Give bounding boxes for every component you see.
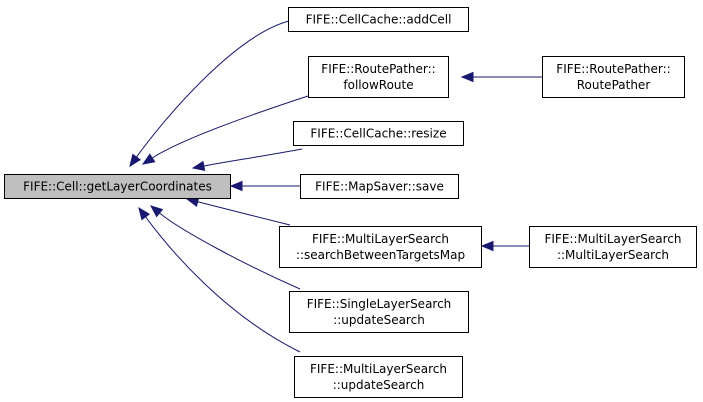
node-box: [529, 226, 697, 268]
node-box: [4, 174, 231, 199]
edge-mapSaverSave-to-getLayerCoordinates: [229, 180, 300, 192]
arrowhead: [129, 153, 141, 168]
node-singleUpdateSearch[interactable]: FIFE::SingleLayerSearch::updateSearch: [289, 291, 469, 333]
edge-multiLayerSearchCtor-to-searchBetweenTargetsMap: [480, 240, 530, 252]
edge-followRoute-to-getLayerCoordinates: [141, 95, 309, 165]
edge-multiUpdateSearch-to-getLayerCoordinates: [138, 206, 301, 353]
edge-routePatherCtor-to-followRoute: [460, 71, 543, 83]
node-label: FIFE::CellCache::resize: [310, 127, 446, 141]
edge-searchBetweenTargetsMap-to-getLayerCoordinates: [185, 196, 291, 226]
node-box: [279, 226, 482, 268]
node-box: [542, 56, 685, 98]
arrowhead: [480, 240, 494, 252]
edge-resize-to-getLayerCoordinates: [191, 148, 303, 172]
arrowhead: [138, 206, 151, 221]
edge-addCell-to-getLayerCoordinates: [129, 20, 290, 168]
node-label: FIFE::RoutePather::: [321, 62, 435, 76]
node-box: [289, 291, 469, 333]
node-followRoute[interactable]: FIFE::RoutePather::followRoute: [308, 56, 449, 98]
node-box: [308, 56, 449, 98]
arrowhead: [460, 71, 474, 83]
node-box: [293, 121, 464, 146]
node-label: FIFE::MultiLayerSearch: [544, 232, 681, 246]
node-label: FIFE::RoutePather::: [556, 62, 670, 76]
node-label: ::updateSearch: [333, 378, 425, 392]
graph-edges: [129, 20, 543, 353]
node-label: FIFE::MapSaver::save: [315, 180, 444, 194]
node-searchBetweenTargetsMap[interactable]: FIFE::MultiLayerSearch::searchBetweenTar…: [279, 226, 482, 268]
node-mapSaverSave[interactable]: FIFE::MapSaver::save: [300, 174, 459, 199]
node-multiUpdateSearch[interactable]: FIFE::MultiLayerSearch::updateSearch: [294, 356, 463, 398]
node-label: RoutePather: [577, 78, 651, 92]
edge-line: [136, 20, 290, 158]
node-label: FIFE::MultiLayerSearch: [310, 362, 447, 376]
edge-line: [203, 148, 303, 167]
edge-line: [197, 201, 291, 226]
node-box: [294, 356, 463, 398]
node-resize[interactable]: FIFE::CellCache::resize: [293, 121, 464, 146]
node-label: FIFE::CellCache::addCell: [306, 13, 452, 27]
node-getLayerCoordinates[interactable]: FIFE::Cell::getLayerCoordinates: [4, 174, 231, 199]
arrowhead: [141, 153, 156, 165]
node-box: [300, 174, 459, 199]
node-box: [288, 7, 469, 32]
node-label: FIFE::Cell::getLayerCoordinates: [23, 180, 212, 194]
node-label: followRoute: [343, 78, 413, 92]
node-routePatherCtor[interactable]: FIFE::RoutePather::RoutePather: [542, 56, 685, 98]
node-label: ::MultiLayerSearch: [557, 248, 669, 262]
edge-line: [145, 216, 301, 353]
arrowhead: [191, 160, 206, 172]
edge-line: [151, 95, 309, 159]
node-label: FIFE::MultiLayerSearch: [312, 232, 449, 246]
node-label: ::searchBetweenTargetsMap: [296, 248, 465, 262]
node-addCell[interactable]: FIFE::CellCache::addCell: [288, 7, 469, 32]
node-multiLayerSearchCtor[interactable]: FIFE::MultiLayerSearch::MultiLayerSearch: [529, 226, 697, 268]
graph-nodes: FIFE::Cell::getLayerCoordinates FIFE::Cel…: [4, 7, 697, 398]
arrowhead: [229, 180, 243, 192]
edge-singleUpdateSearch-to-getLayerCoordinates: [149, 205, 301, 290]
node-label: FIFE::SingleLayerSearch: [307, 297, 452, 311]
node-label: ::updateSearch: [333, 313, 425, 327]
arrowhead: [149, 205, 164, 218]
edge-line: [159, 212, 301, 290]
